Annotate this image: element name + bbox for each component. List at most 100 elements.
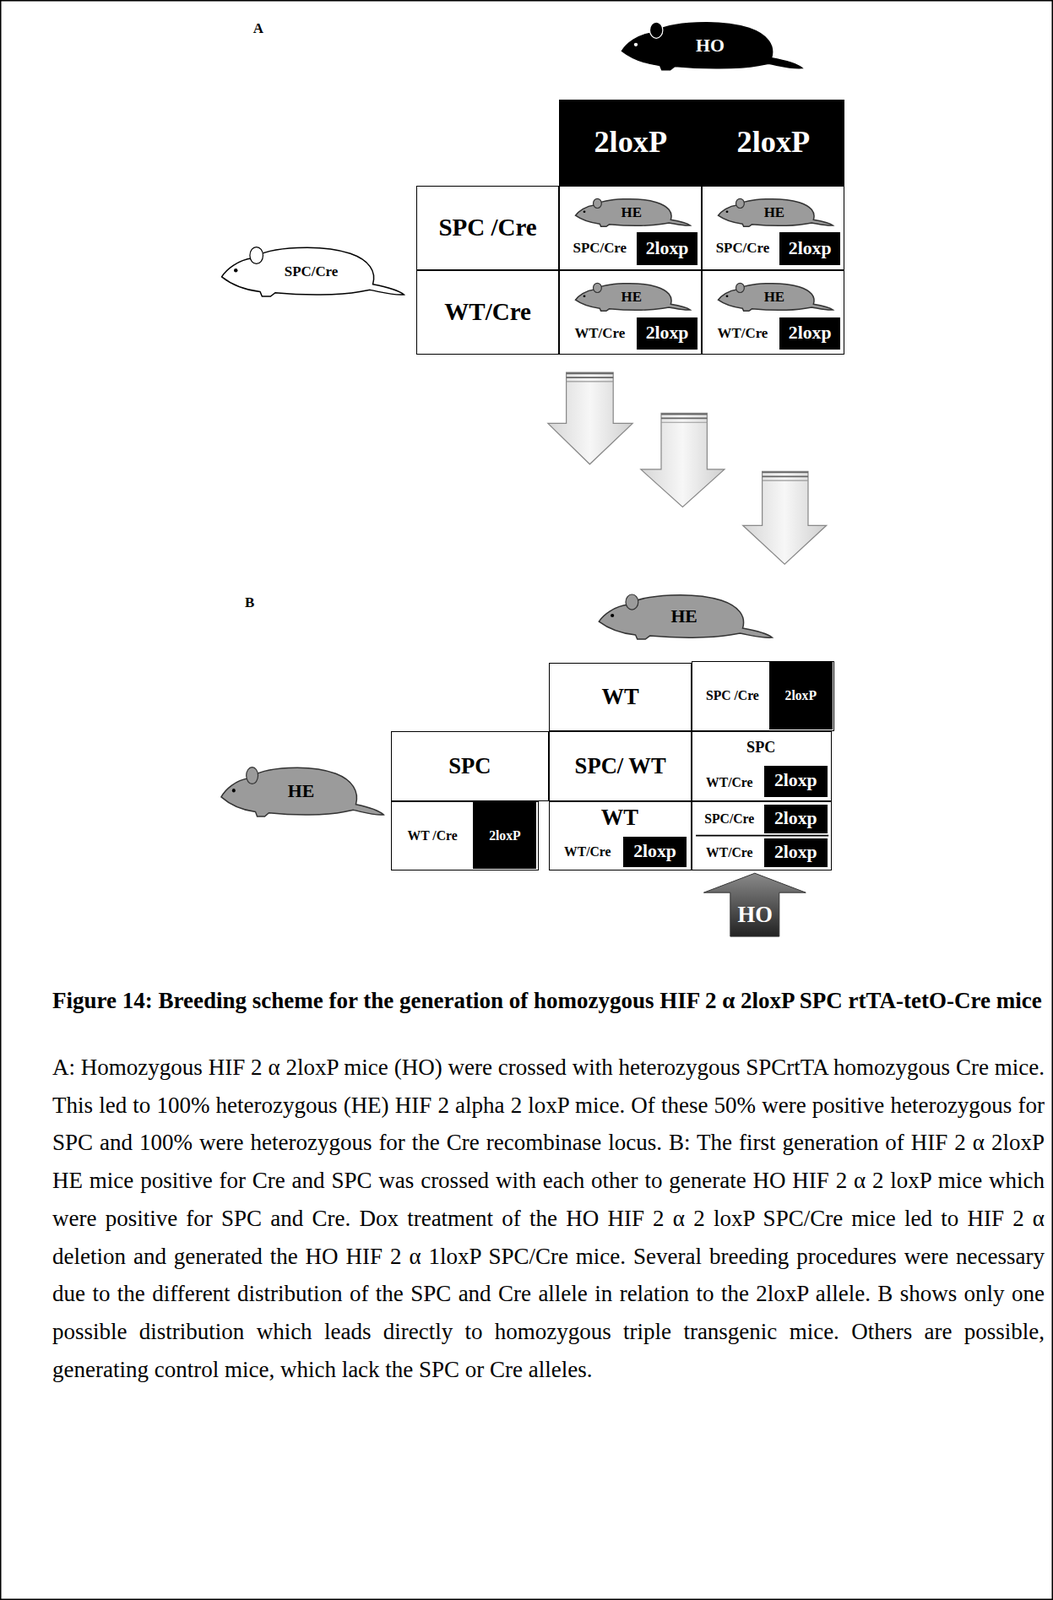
- text-slot: WT: [549, 802, 690, 836]
- genotype-cell: SPC/Cre HE 2loxp: [701, 185, 845, 271]
- mouse-eye: [725, 210, 728, 212]
- node-text: 2loxP: [593, 125, 668, 160]
- genotype-cell: SPC: [390, 731, 549, 801]
- node-text: WT/Cre: [564, 844, 611, 859]
- text-slot: 2loxp: [765, 839, 827, 867]
- mouse-figure: SPC/Cre: [217, 233, 405, 299]
- allele-box: 2loxp: [779, 232, 842, 266]
- allele-box: 2loxP: [701, 99, 845, 186]
- down-arrow: [743, 471, 827, 565]
- allele-box: 2loxP: [769, 662, 833, 730]
- text-slot: SPC: [692, 734, 830, 761]
- text-slot: 2loxP: [770, 662, 832, 729]
- mouse-figure: HE: [217, 753, 385, 819]
- genotype-cell: WT/Cre HE 2loxp: [559, 270, 702, 355]
- text-slot: 2loxp: [624, 837, 686, 867]
- text-slot: WT/Cre: [417, 271, 559, 354]
- node-text: 2loxp: [774, 808, 818, 830]
- node-text: SPC: [448, 754, 491, 779]
- down-arrow: [640, 412, 725, 507]
- mouse-eye: [582, 210, 586, 212]
- text-slot: HE: [741, 201, 808, 224]
- mouse-eye: [233, 267, 238, 272]
- genotype-cell: WT /Cre 2loxP: [390, 801, 539, 871]
- text-slot: WT/Cre: [694, 766, 765, 798]
- text-slot: 2loxp: [780, 318, 841, 350]
- text-slot: 2loxp: [780, 233, 841, 265]
- mouse-body: [221, 767, 384, 817]
- mouse-body: [622, 21, 803, 70]
- node-text: HE: [621, 205, 642, 222]
- text-slot: SPC/Cre: [563, 231, 637, 266]
- node-text: SPC /Cre: [705, 688, 760, 703]
- mouse-figure: HE: [594, 581, 773, 641]
- mouse-body: [575, 198, 690, 227]
- text-slot: SPC/Cre: [258, 252, 364, 292]
- mouse-eye: [582, 295, 586, 298]
- text-slot: SPC /Cre: [417, 186, 559, 270]
- arrow-body: [704, 873, 807, 937]
- mouse-body: [717, 283, 833, 312]
- node-text: SPC/Cre: [573, 240, 628, 257]
- figure-caption: A: Homozygous HIF 2 α 2loxP mice (HO) we…: [52, 1048, 1045, 1389]
- text-slot: SPC /Cre: [694, 662, 771, 730]
- allele-box: 2loxp: [636, 232, 699, 266]
- node-text: 2loxP: [488, 828, 521, 843]
- arrow-shape: HO: [701, 872, 809, 938]
- allele-box: 2loxp: [764, 804, 828, 834]
- node-text: HE: [764, 289, 785, 306]
- allele-box: 2loxP: [472, 802, 537, 870]
- node-text: WT/Cre: [705, 845, 753, 860]
- node-text: WT/Cre: [705, 775, 753, 790]
- node-text: 2loxp: [645, 323, 690, 344]
- text-slot: 2loxP: [702, 100, 844, 185]
- node-text: WT /Cre: [407, 828, 458, 843]
- node-text: SPC/Cre: [284, 264, 339, 281]
- allele-box: 2loxp: [764, 765, 828, 797]
- node-text: WT: [602, 684, 640, 710]
- node-text: WT/Cre: [574, 325, 625, 342]
- genotype-cell: WT/Cre: [416, 270, 560, 355]
- figure-title: Figure 14: Breeding scheme for the gener…: [52, 985, 1045, 1018]
- node-text: HO: [695, 36, 725, 57]
- node-text: HO: [737, 902, 772, 928]
- mouse-ear: [625, 594, 639, 610]
- node-text: WT: [601, 805, 639, 831]
- genotype-cell: WT/CreHE2loxp: [701, 270, 845, 355]
- node-text: HE: [764, 205, 785, 222]
- text-slot: HE: [597, 286, 664, 309]
- text-slot: HE: [741, 286, 808, 309]
- node-text: HE: [670, 607, 697, 628]
- mouse-body: [717, 198, 833, 227]
- node-text: HE: [287, 781, 315, 803]
- node-text: WT/Cre: [444, 298, 532, 326]
- mouse-figure: HE: [715, 275, 834, 313]
- text-slot: HE: [597, 201, 664, 224]
- text-slot: SPC/Cre: [705, 231, 780, 266]
- allele-box: 2loxp: [764, 838, 828, 868]
- mouse-ear: [735, 198, 744, 208]
- genotype-cell: SPC/CreWT/Cre 2loxp 2loxp: [691, 801, 832, 871]
- genotype-cell: SPC/ WT: [548, 731, 692, 801]
- genotype-cell: SPC /Cre 2loxP: [691, 661, 835, 732]
- node-text: 2loxp: [774, 842, 818, 864]
- text-slot: 2loxp: [637, 318, 698, 350]
- text-slot: SPC/Cre: [694, 803, 765, 835]
- node-text: SPC /Cre: [438, 214, 537, 242]
- allele-box: 2loxp: [623, 836, 687, 868]
- text-slot: WT/Cre: [694, 837, 765, 869]
- mouse-eye: [232, 788, 236, 793]
- mouse-eye: [610, 613, 614, 618]
- mouse-ear: [592, 282, 602, 293]
- cell-divider: [695, 835, 829, 837]
- mouse-figure: HE: [715, 190, 834, 228]
- text-slot: HE: [634, 599, 734, 636]
- mouse-body: [599, 594, 773, 639]
- mouse-body: [575, 283, 690, 312]
- text-slot: WT/Cre: [551, 836, 624, 868]
- text-slot: HO: [657, 27, 762, 66]
- text-slot: SPC: [391, 732, 549, 800]
- node-text: 2loxP: [737, 125, 811, 160]
- text-slot: 2loxp: [765, 805, 827, 833]
